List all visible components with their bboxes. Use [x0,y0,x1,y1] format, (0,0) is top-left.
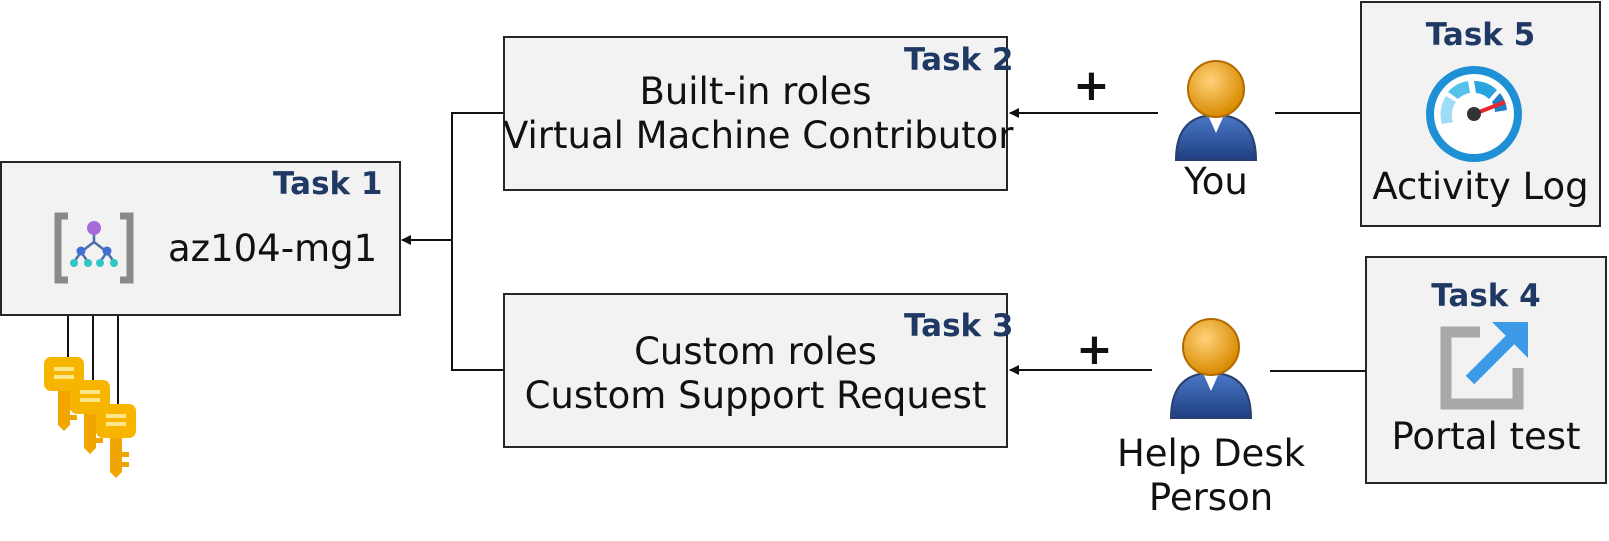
external-link-icon [1440,322,1528,410]
user-icon [1174,60,1258,161]
task1-box [0,161,401,316]
task2-line2: Virtual Machine Contributor [503,114,1014,157]
task1-name: az104-mg1 [168,227,378,270]
task3-label: Task 3 [904,308,1014,344]
task1-label: Task 1 [273,166,383,202]
user-icon [1169,318,1253,419]
task5-label: Task 5 [1425,17,1536,53]
task2-box [503,36,1008,191]
plus-sign-you: + [1073,60,1110,111]
you-label: You [1184,160,1248,203]
key-icon [96,404,136,478]
helpdesk-label-line1: Help Desk [1116,432,1306,475]
task5-caption: Activity Log [1372,165,1589,208]
plus-sign-helpdesk: + [1076,324,1113,375]
task4-caption: Portal test [1391,415,1581,458]
task2-line1: Built-in roles [639,70,872,113]
dashboard-gauge-icon [1426,66,1522,162]
management-group-icon [54,212,134,284]
task3-line1: Custom roles [634,330,877,373]
connector-task2-task1 [451,112,504,371]
task2-label: Task 2 [904,42,1014,78]
task3-line2: Custom Support Request [524,374,987,417]
helpdesk-label-line2: Person [1148,476,1274,519]
task4-label: Task 4 [1431,278,1541,314]
task3-box [503,293,1008,448]
